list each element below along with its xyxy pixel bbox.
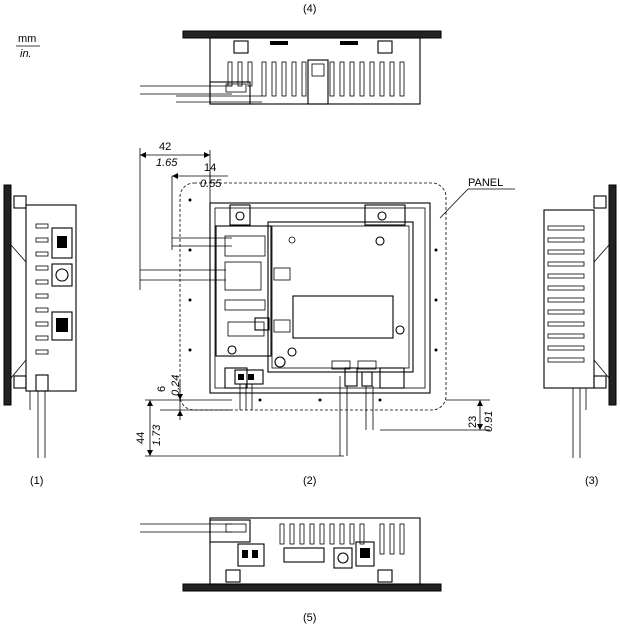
dim-42-mm: 42 xyxy=(159,141,171,153)
top-vent-slots xyxy=(227,61,405,97)
front-clip-bottom-right xyxy=(379,367,405,389)
unit-mm: mm xyxy=(18,33,36,45)
front-label-area xyxy=(292,295,394,339)
top-screw-right xyxy=(377,40,393,54)
bottom-cables xyxy=(140,519,251,543)
top-mark-2 xyxy=(340,41,358,45)
top-bezel xyxy=(182,30,442,39)
unit-inch: in. xyxy=(20,48,32,60)
right-vent-slots xyxy=(547,225,585,363)
dimension-6: 6 0.24 xyxy=(145,375,232,420)
left-vent-slots xyxy=(35,223,49,355)
bottom-terminal-block xyxy=(237,543,265,567)
bottom-label-area xyxy=(283,547,325,563)
right-bezel-profile xyxy=(593,243,610,380)
bottom-port-2 xyxy=(355,541,375,567)
left-bezel xyxy=(3,184,12,406)
view-label-bottom: (5) xyxy=(303,612,316,624)
dimension-23: 23 0.91 xyxy=(380,399,495,432)
dim-42-in: 1.65 xyxy=(156,157,178,169)
top-body xyxy=(209,37,421,105)
front-bottom-connector xyxy=(344,367,358,387)
view-label-front: (2) xyxy=(303,475,316,487)
bottom-bezel xyxy=(182,583,442,592)
right-screw-bottom xyxy=(593,375,607,389)
units-legend: mm in. xyxy=(16,33,40,60)
left-port-3 xyxy=(51,311,73,341)
right-body xyxy=(543,209,595,389)
view-label-right: (3) xyxy=(585,475,598,487)
left-body xyxy=(25,204,77,392)
front-housing-inner xyxy=(214,207,426,389)
panel-holes xyxy=(188,198,438,402)
view-label-left: (1) xyxy=(30,475,43,487)
left-port-2 xyxy=(51,263,73,287)
front-view: (2) PANEL xyxy=(140,177,515,487)
right-side-view: (3) xyxy=(543,184,617,487)
front-connector-block xyxy=(215,225,272,357)
left-connector xyxy=(35,374,49,392)
front-housing xyxy=(209,202,431,394)
bottom-vent-slots xyxy=(279,523,405,555)
left-bezel-profile xyxy=(10,243,27,380)
dim-6-in: 0.24 xyxy=(170,375,182,396)
right-screw-top xyxy=(593,195,607,209)
panel-outline xyxy=(179,182,447,411)
dim-44-mm: 44 xyxy=(135,432,147,444)
view-label-top: (4) xyxy=(303,3,316,15)
front-clip-top-left xyxy=(229,204,251,226)
bottom-port-1 xyxy=(333,547,353,569)
front-module xyxy=(267,221,414,373)
dimension-42: 42 1.65 xyxy=(139,141,211,290)
left-screw-top xyxy=(13,195,27,209)
left-port-1 xyxy=(51,227,73,259)
front-clip-top-right xyxy=(364,204,406,226)
dimension-44: 44 1.73 xyxy=(135,400,344,457)
top-cables xyxy=(140,81,262,105)
top-screw-left xyxy=(233,40,249,54)
front-terminal-block xyxy=(234,369,264,385)
dim-44-in: 1.73 xyxy=(151,424,163,446)
left-screw-bottom xyxy=(13,375,27,389)
dim-6-mm: 6 xyxy=(156,386,168,392)
top-view: (4) xyxy=(140,3,442,105)
right-cables xyxy=(572,388,587,458)
top-connector-block xyxy=(307,59,329,105)
front-cables xyxy=(140,237,232,281)
bottom-screw-right xyxy=(377,569,393,583)
right-bezel xyxy=(608,184,617,406)
front-clip-bottom-left xyxy=(224,367,248,389)
bottom-screw-left xyxy=(225,569,241,583)
dim-14-in: 0.55 xyxy=(200,178,222,190)
top-mark-1 xyxy=(270,41,288,45)
bottom-body xyxy=(209,517,421,585)
dim-23-mm: 23 xyxy=(467,416,479,428)
dim-23-in: 0.91 xyxy=(483,411,495,432)
left-side-view: (1) xyxy=(3,184,77,487)
dimension-14: 14 0.55 xyxy=(171,162,228,250)
dim-14-mm: 14 xyxy=(204,162,216,174)
panel-leader xyxy=(439,188,469,219)
left-cables xyxy=(29,391,46,458)
panel-label: PANEL xyxy=(468,177,503,189)
bottom-view: (5) xyxy=(140,517,442,624)
